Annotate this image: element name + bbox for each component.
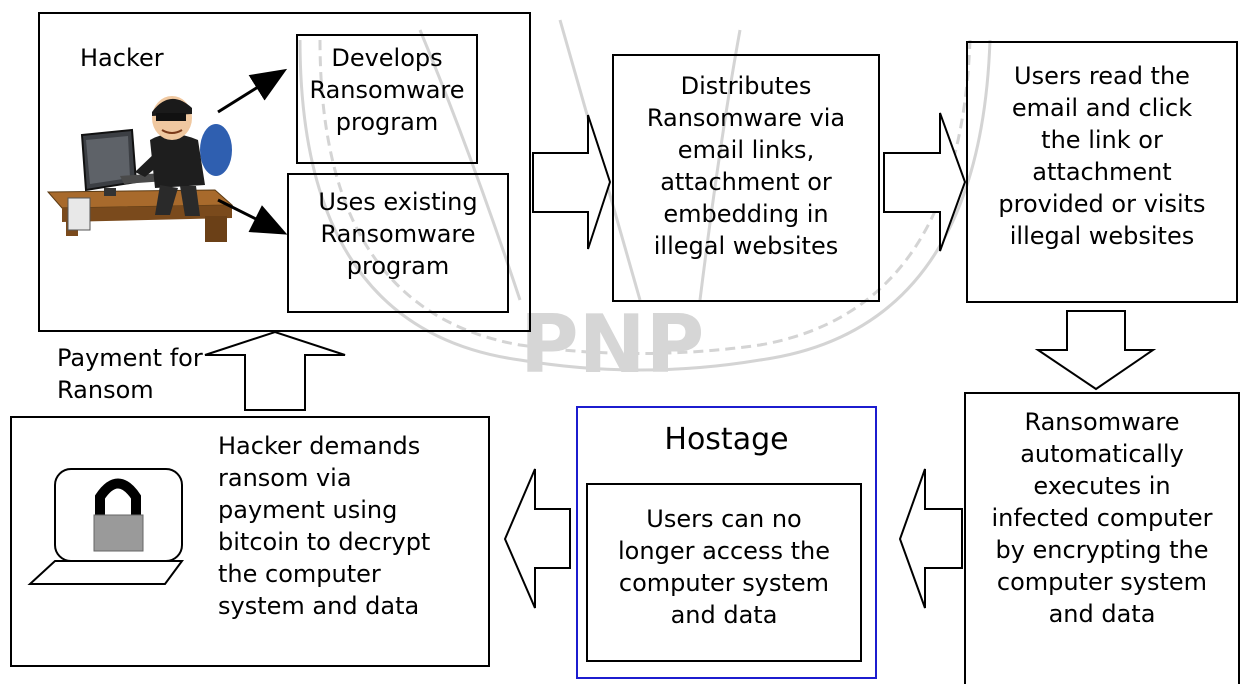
hostage-inner-box bbox=[586, 483, 862, 662]
hostage-text: Users can no longer access the computer … bbox=[618, 505, 830, 629]
payment-for-ransom-label: Payment for Ransom bbox=[57, 344, 203, 404]
watermark-text: PNP bbox=[520, 298, 704, 391]
arrow-to-develops bbox=[217, 68, 288, 114]
uses-existing-box bbox=[287, 173, 509, 313]
users-text: Users read the email and click the link … bbox=[998, 62, 1206, 250]
ransomware-text: Ransomware automatically executes in inf… bbox=[991, 408, 1213, 628]
arrow-distribute-to-users bbox=[883, 112, 967, 252]
arrow-payment-to-hacker bbox=[204, 330, 346, 411]
users-box bbox=[966, 41, 1238, 303]
develops-ransomware-box bbox=[296, 34, 478, 164]
hostage-title: Hostage bbox=[664, 422, 789, 457]
arrow-ransomware-to-hostage bbox=[898, 468, 963, 609]
arrow-hostage-to-demand bbox=[503, 468, 571, 609]
hacker-label: Hacker bbox=[80, 44, 164, 72]
distribute-box bbox=[612, 54, 880, 302]
arrow-users-to-ransomware bbox=[1034, 310, 1157, 391]
hacker-box bbox=[38, 12, 531, 332]
develops-ransomware-text: Develops Ransomware program bbox=[309, 44, 465, 136]
ransom-demand-text: Hacker demands ransom via payment using … bbox=[218, 432, 431, 620]
arrow-to-uses-existing bbox=[217, 198, 288, 235]
uses-existing-text: Uses existing Ransomware program bbox=[318, 188, 478, 280]
arrow-hacker-to-distribute bbox=[532, 114, 612, 250]
hostage-box bbox=[576, 406, 877, 679]
ransomware-box bbox=[964, 392, 1240, 684]
distribute-text: Distributes Ransomware via email links, … bbox=[646, 72, 846, 260]
ransom-demand-box bbox=[10, 416, 490, 667]
